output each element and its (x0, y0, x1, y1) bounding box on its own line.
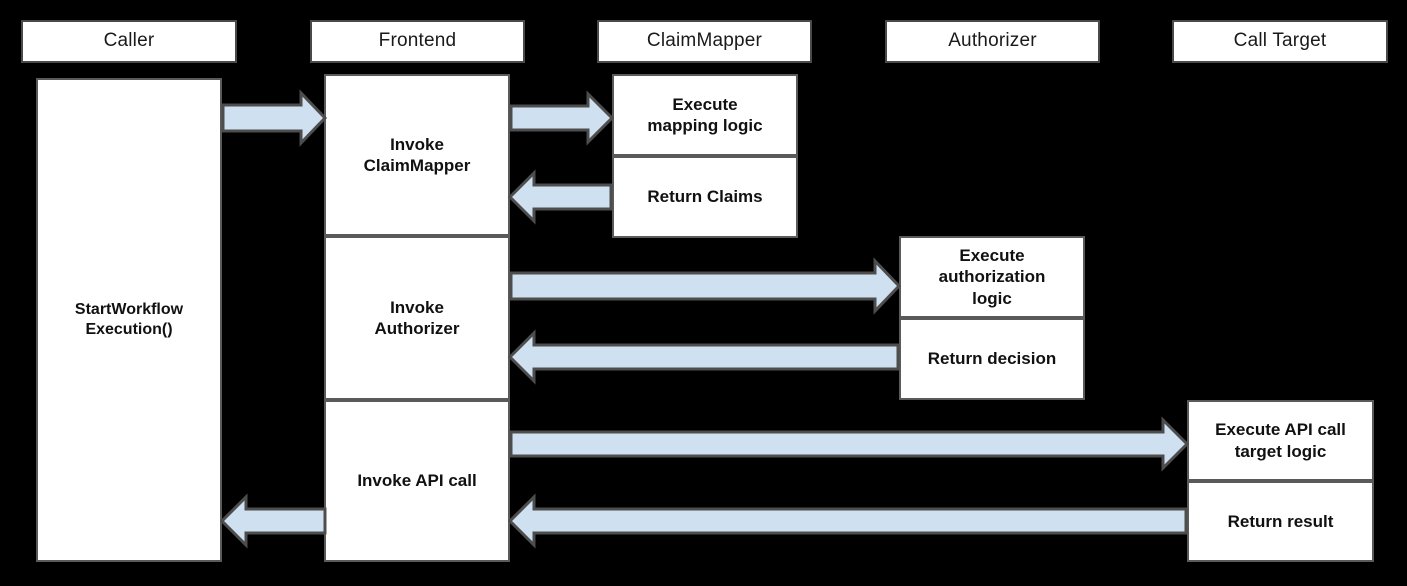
lifeline-header-caller-label: Caller (103, 30, 155, 52)
message-arrow-claimmapper-to-frontend[interactable] (507, 169, 613, 225)
activation-calltarget-return-result-label: Return result (1227, 511, 1334, 531)
activation-claimmapper-return-claims[interactable]: Return Claims (612, 156, 798, 238)
activation-frontend-invoke-claimmapper-label: Invoke ClaimMapper (363, 134, 471, 175)
message-arrow-caller-to-frontend[interactable] (221, 89, 328, 147)
activation-claimmapper-execute-mapping-logic[interactable]: Execute mapping logic (612, 74, 798, 156)
activation-claimmapper-execute-mapping-logic-label: Execute mapping logic (647, 94, 763, 135)
lifeline-header-calltarget[interactable]: Call Target (1172, 20, 1388, 63)
activation-authorizer-return-decision-label: Return decision (927, 349, 1057, 369)
message-arrow-calltarget-to-frontend[interactable] (507, 493, 1188, 549)
lifeline-header-authorizer-label: Authorizer (948, 30, 1037, 52)
activation-frontend-invoke-authorizer-label: Invoke Authorizer (374, 297, 460, 338)
lifeline-header-claimmapper-label: ClaimMapper (646, 30, 763, 52)
lifeline-header-frontend-label: Frontend (378, 30, 457, 52)
activation-caller-start-workflow[interactable]: StartWorkflow Execution() (36, 78, 222, 562)
activation-calltarget-execute-api-call-target-logic-label: Execute API call target logic (1215, 420, 1346, 461)
activation-calltarget-execute-api-call-target-logic[interactable]: Execute API call target logic (1187, 400, 1374, 481)
message-arrow-frontend-to-authorizer[interactable] (509, 257, 902, 315)
activation-frontend-invoke-api-call[interactable]: Invoke API call (324, 400, 510, 562)
message-arrow-frontend-to-caller[interactable] (219, 493, 327, 549)
activation-authorizer-execute-authorization-logic-label: Execute authorization logic (938, 246, 1046, 308)
activation-calltarget-return-result[interactable]: Return result (1187, 481, 1374, 562)
lifeline-header-calltarget-label: Call Target (1233, 30, 1327, 52)
activation-claimmapper-return-claims-label: Return Claims (647, 187, 763, 207)
activation-frontend-invoke-claimmapper[interactable]: Invoke ClaimMapper (324, 74, 510, 236)
activation-frontend-invoke-api-call-label: Invoke API call (357, 471, 477, 491)
activation-caller-start-workflow-label: StartWorkflow Execution() (74, 301, 184, 338)
lifeline-header-claimmapper[interactable]: ClaimMapper (597, 20, 812, 63)
lifeline-header-caller[interactable]: Caller (21, 20, 237, 63)
message-arrow-authorizer-to-frontend[interactable] (507, 329, 900, 385)
lifeline-header-authorizer[interactable]: Authorizer (885, 20, 1100, 63)
activation-authorizer-execute-authorization-logic[interactable]: Execute authorization logic (899, 236, 1085, 318)
message-arrow-frontend-to-claimmapper[interactable] (509, 90, 615, 146)
activation-authorizer-return-decision[interactable]: Return decision (899, 318, 1085, 400)
message-arrow-frontend-to-calltarget[interactable] (509, 416, 1190, 472)
activation-frontend-invoke-authorizer[interactable]: Invoke Authorizer (324, 236, 510, 400)
lifeline-header-frontend[interactable]: Frontend (310, 20, 525, 63)
